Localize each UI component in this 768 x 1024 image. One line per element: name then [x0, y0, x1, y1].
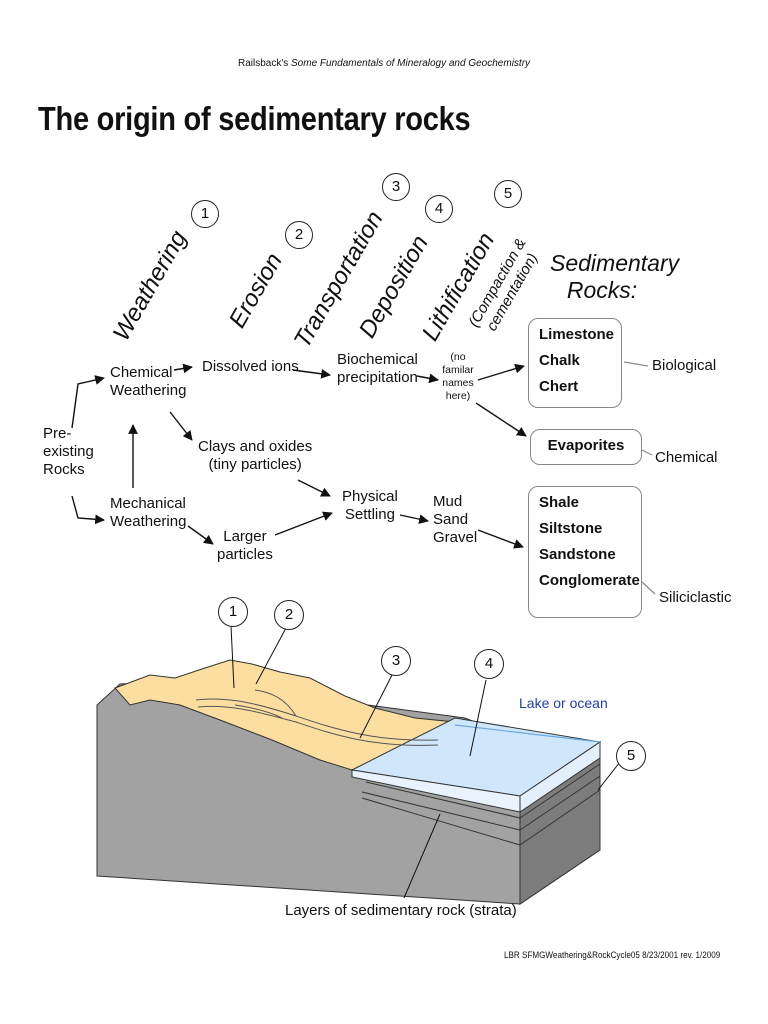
node-mechanical-weathering: Mechanical Weathering	[110, 495, 186, 531]
node-text: Gravel	[433, 529, 478, 546]
leader-5	[597, 761, 621, 791]
water-line	[454, 724, 601, 743]
arrow-pre-to-mechanical	[71, 495, 105, 525]
lake-front	[351, 769, 521, 813]
stream-main	[195, 698, 439, 741]
arrow-mud-to-siliciclastic	[477, 529, 524, 549]
arrow-biochemical-to-nonames	[416, 373, 439, 384]
node-dissolved-ions: Dissolved ions	[202, 358, 299, 375]
node-physical-settling: Physical Settling	[342, 488, 398, 524]
node-text: Clays and oxides	[198, 438, 313, 455]
header-author: Railsback's	[237, 58, 289, 69]
node-text: existing	[43, 443, 94, 460]
node-text: Biochemical	[337, 351, 418, 368]
arrow-pre-to-chemical	[71, 375, 105, 429]
node-text: Settling	[344, 506, 395, 523]
rock-box-chemical: Evaporites	[530, 429, 642, 465]
heading-line-2: Rocks:	[566, 277, 638, 303]
node-text: (no	[450, 351, 466, 363]
stream-branch	[234, 704, 283, 719]
arrow-dissolved-to-biochemical	[292, 368, 331, 379]
rock-name: Shale	[539, 494, 580, 511]
rock-box-biological: Limestone Chalk Chert	[528, 318, 622, 408]
stage-number-5: 5	[494, 180, 522, 208]
landscape-marker-1: 1	[218, 597, 248, 627]
leader-strata	[403, 813, 441, 899]
node-no-familiar-names: (no familar names here)	[440, 351, 476, 403]
connector-biological	[623, 361, 649, 367]
page-title: The origin of sedimentary rocks	[38, 100, 471, 137]
arrow-clays-to-settling	[297, 479, 331, 497]
node-text: Mechanical	[110, 495, 186, 512]
landscape-block	[96, 625, 621, 905]
arrow-chemical-to-dissolved	[173, 363, 193, 374]
sedimentary-rocks-heading: Sedimentary Rocks:	[550, 250, 680, 304]
rock-box-siliciclastic: Shale Siltstone Sandstone Conglomerate	[528, 486, 642, 618]
node-text: Pre-	[43, 425, 72, 442]
stream-main-bank	[197, 705, 439, 746]
node-larger-particles: Larger particles	[217, 528, 273, 564]
node-text: Rocks	[43, 461, 85, 478]
connector-siliciclastic	[641, 581, 656, 595]
node-biochemical-precipitation: Biochemical precipitation	[337, 351, 418, 387]
rock-name: Limestone	[539, 326, 615, 343]
arrow-nonames-to-biological	[477, 363, 525, 381]
leader-4	[469, 679, 487, 757]
leader-1	[230, 625, 235, 689]
node-text: Physical	[342, 488, 398, 505]
strata-lines	[361, 763, 601, 846]
arrow-chemical-to-clays	[169, 411, 193, 441]
category-siliciclastic: Siliciclastic	[659, 589, 732, 606]
stage-number-4: 4	[425, 195, 453, 223]
node-text: familar	[442, 364, 474, 376]
stage-number-1: 1	[191, 200, 219, 228]
water-label: Lake or ocean	[519, 695, 608, 711]
node-text: (tiny particles)	[208, 456, 302, 473]
node-text: Chemical	[110, 364, 173, 381]
leader-3	[359, 674, 393, 739]
stream-tributary	[254, 689, 297, 717]
node-text: names	[442, 377, 474, 389]
node-text: Weathering	[110, 382, 187, 399]
landscape-marker-3: 3	[381, 646, 411, 676]
rock-name: Conglomerate	[539, 572, 640, 589]
node-text: Weathering	[110, 513, 187, 530]
arrow-settling-to-mud	[399, 514, 429, 524]
node-text: Mud	[433, 493, 463, 510]
node-text: particles	[217, 546, 273, 563]
heading-line-1: Sedimentary	[550, 250, 680, 276]
node-clays-oxides: Clays and oxides (tiny particles)	[198, 438, 312, 474]
node-mud-sand-gravel: Mud Sand Gravel	[433, 493, 477, 547]
rock-name: Sandstone	[539, 546, 616, 563]
category-chemical: Chemical	[655, 449, 718, 466]
rock-name: Chert	[539, 378, 579, 395]
source-header: Railsback's Some Fundamentals of Mineral…	[0, 58, 768, 69]
node-chemical-weathering: Chemical Weathering	[110, 364, 186, 400]
landscape-marker-4: 4	[474, 649, 504, 679]
connector-chemical	[641, 449, 653, 456]
rock-name: Chalk	[539, 352, 580, 369]
arrow-nonames-to-evaporites	[475, 402, 527, 437]
rock-name: Siltstone	[539, 520, 603, 537]
landscape-marker-2: 2	[274, 600, 304, 630]
node-text: Sand	[433, 511, 469, 528]
strata-label: Layers of sedimentary rock (strata)	[285, 902, 517, 919]
category-biological: Biological	[652, 357, 717, 374]
node-preexisting-rocks: Pre- existing Rocks	[43, 425, 94, 479]
page-footer: LBR SFMGWeathering&RockCycle05 8/23/2001…	[503, 950, 720, 960]
landscape-marker-5: 5	[616, 741, 646, 771]
arrow-mechanical-to-larger	[187, 525, 214, 545]
node-text: Larger	[223, 528, 267, 545]
header-book-title: Some Fundamentals of Mineralogy and Geoc…	[291, 58, 531, 69]
node-text: here)	[445, 390, 471, 402]
node-text: precipitation	[337, 369, 418, 386]
sediment-surface	[114, 659, 457, 771]
stage-number-2: 2	[285, 221, 313, 249]
stage-number-3: 3	[382, 173, 410, 201]
arrow-larger-to-settling	[274, 511, 333, 536]
leader-2	[255, 627, 287, 685]
rock-name: Evaporites	[547, 437, 625, 454]
